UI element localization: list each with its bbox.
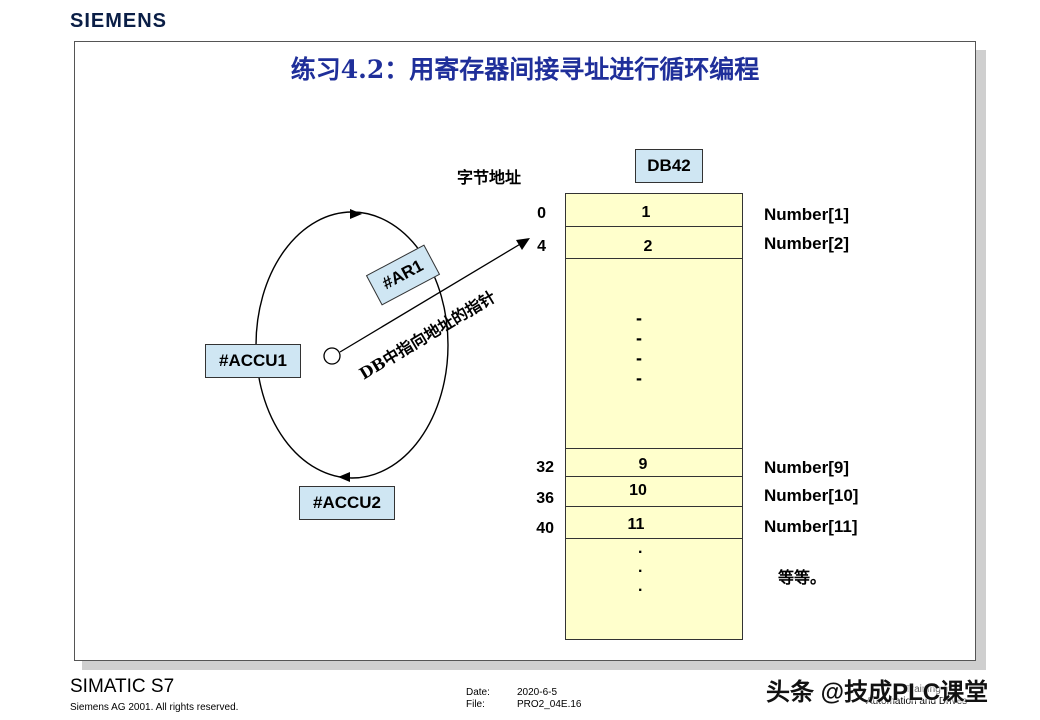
byte-address: 36	[536, 490, 554, 507]
register-accu1: #ACCU1	[205, 344, 301, 378]
etc-label: 等等。	[778, 568, 827, 587]
footer-automation-text: Automation and Drives	[866, 696, 968, 707]
variable-name: Number[2]	[764, 234, 850, 253]
db-cell-value: 11	[627, 516, 645, 533]
watermark: 头条 @技成PLC课堂	[766, 679, 989, 706]
variable-name: Number[9]	[764, 458, 850, 477]
siemens-logo: SIEMENS	[70, 10, 168, 32]
footer-training-text: Training for	[905, 684, 956, 695]
byte-address: 32	[536, 459, 554, 476]
footer-copyright: Siemens AG 2001. All rights reserved.	[70, 702, 239, 713]
pointer-line	[339, 242, 523, 353]
row-divider	[565, 226, 743, 227]
register-accu2-label: #ACCU2	[312, 493, 382, 512]
row-divider	[565, 538, 743, 539]
row-divider	[565, 448, 743, 449]
byte-address-label: 字节地址	[457, 168, 522, 187]
register-accu1-label: #ACCU1	[218, 351, 288, 370]
ellipsis-dot: .	[638, 540, 643, 557]
row-divider	[565, 258, 743, 259]
variable-name: Number[11]	[764, 517, 858, 536]
footer-product: SIMATIC S7	[70, 676, 175, 697]
ellipsis-dot: .	[638, 559, 643, 576]
variable-name: Number[10]	[764, 486, 859, 505]
ellipsis-dot: .	[638, 578, 643, 595]
byte-address: 0	[537, 205, 546, 222]
db-name-box: DB42	[635, 149, 703, 183]
db-name-label: DB42	[647, 156, 691, 175]
db-memory-block	[565, 193, 743, 640]
byte-address: 4	[537, 238, 546, 255]
ellipsis-dash: -	[636, 368, 642, 388]
footer-date-value: 2020-6-5	[517, 687, 558, 698]
arrowhead-bottom	[338, 472, 350, 482]
arrowhead-top	[350, 209, 362, 219]
footer-date-label: Date:	[466, 687, 490, 698]
footer-file-value: PRO2_04E.16	[517, 699, 582, 710]
row-divider	[565, 476, 743, 477]
ellipsis-dash: -	[636, 308, 642, 328]
db-cell-value: 2	[643, 238, 653, 255]
pointer-arrowhead	[516, 238, 530, 250]
ellipsis-dash: -	[636, 328, 642, 348]
pointer-origin	[323, 347, 341, 365]
ellipsis-dash: -	[636, 348, 642, 368]
footer-file-label: File:	[466, 699, 485, 710]
db-cell-value: 10	[629, 482, 647, 499]
row-divider	[565, 506, 743, 507]
db-cell-value: 9	[638, 456, 648, 473]
variable-name: Number[1]	[764, 205, 850, 224]
byte-address: 40	[536, 520, 554, 537]
slide-title: 练习4.2：用寄存器间接寻址进行循环编程	[290, 55, 760, 84]
db-cell-value: 1	[641, 204, 651, 221]
register-accu2: #ACCU2	[299, 486, 395, 520]
